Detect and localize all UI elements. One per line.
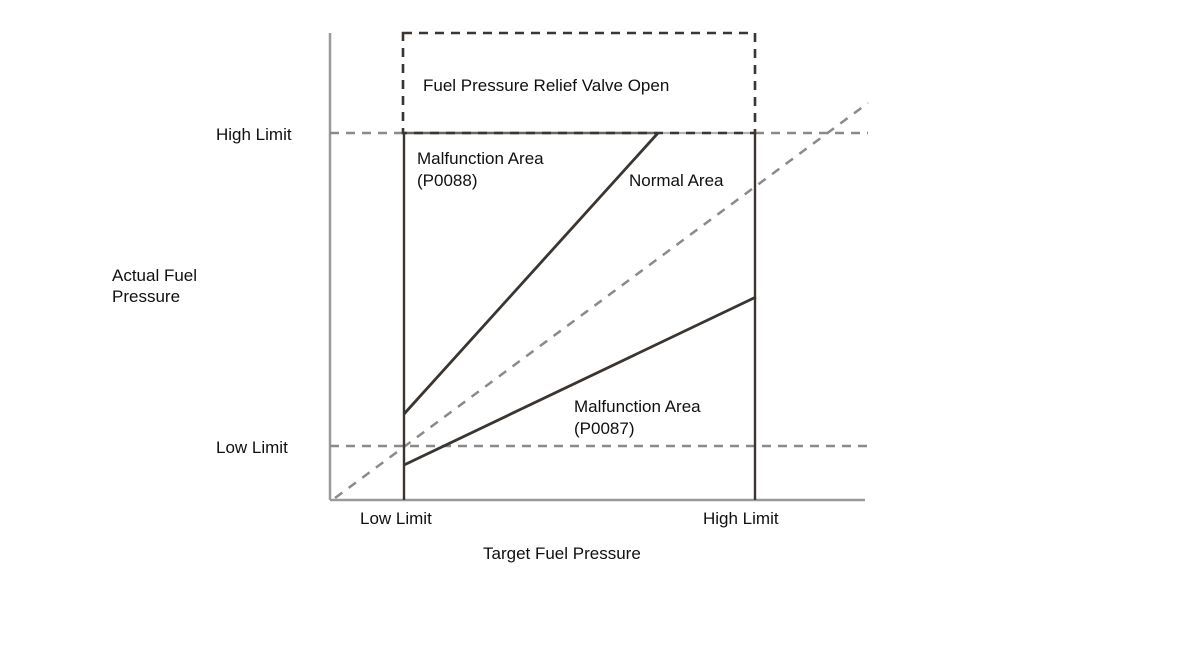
x-axis-title: Target Fuel Pressure bbox=[483, 544, 641, 563]
x-tick-low-limit: Low Limit bbox=[360, 509, 432, 528]
x-tick-high-limit: High Limit bbox=[703, 509, 779, 528]
normal-area-label: Normal Area bbox=[629, 171, 724, 190]
upper-malfunction-boundary-line bbox=[402, 132, 660, 415]
lower-malfunction-boundary-line bbox=[403, 295, 757, 467]
relief-valve-region-label: Fuel Pressure Relief Valve Open bbox=[423, 76, 670, 95]
malfunction-p0087-label-line2: (P0087) bbox=[574, 419, 635, 438]
ideal-reference-diagonal bbox=[334, 101, 869, 500]
y-tick-low-limit: Low Limit bbox=[216, 438, 288, 457]
malfunction-p0088-label-line2: (P0088) bbox=[417, 171, 478, 190]
y-tick-high-limit: High Limit bbox=[216, 125, 292, 144]
malfunction-p0087-label-line1: Malfunction Area bbox=[574, 397, 701, 416]
relief-valve-region-box bbox=[401, 31, 757, 135]
y-axis-title-line2: Pressure bbox=[112, 287, 181, 306]
y-axis-title-line1: Actual Fuel bbox=[112, 266, 198, 285]
malfunction-p0088-label-line1: Malfunction Area bbox=[417, 149, 544, 168]
